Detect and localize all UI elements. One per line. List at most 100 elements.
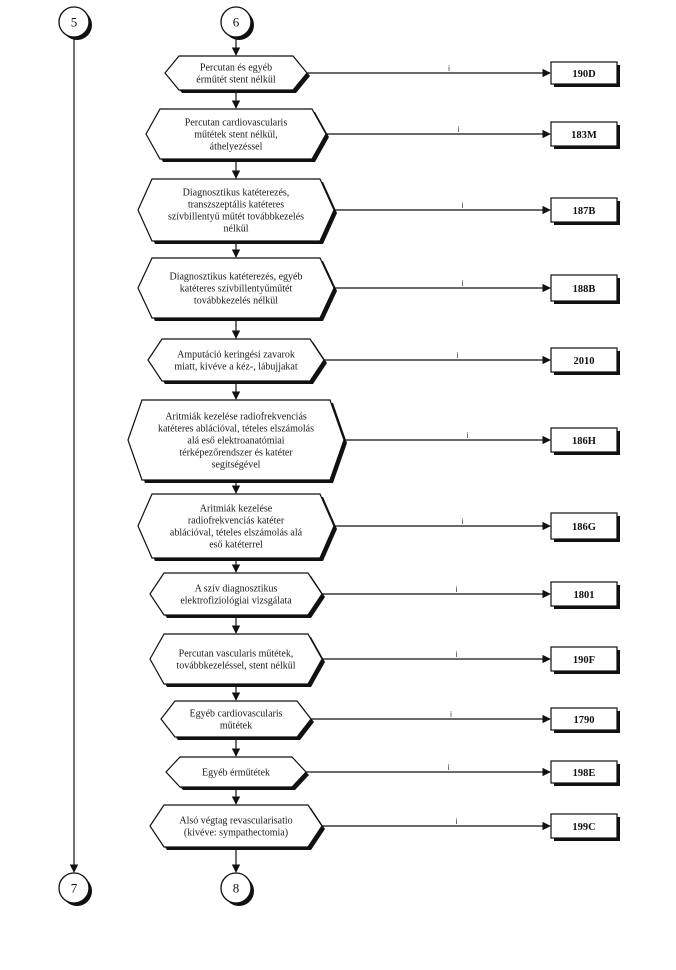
decision-hexagon	[137, 493, 335, 559]
code-box-rect	[550, 813, 618, 839]
decision-hexagon	[127, 399, 345, 481]
decision-hexagon	[149, 804, 323, 848]
code-box: 199C	[550, 813, 620, 841]
decision-text-line: Percutan és egyéb	[200, 63, 272, 74]
decision-text-line: térképezőrendszer és katéter	[179, 448, 293, 459]
code-box: 190F	[550, 646, 620, 674]
decision-text-line: eső katéterrel	[209, 540, 263, 551]
connector-circle	[220, 6, 252, 38]
code-label: 186H	[572, 436, 596, 447]
decision-hexagon	[160, 700, 312, 738]
branch-label: i	[456, 650, 458, 659]
connector-circle	[220, 872, 252, 904]
decision-text-line: Diagnosztikus katéterezés,	[183, 188, 290, 199]
decision-text-line: Amputáció keringési zavarok	[177, 350, 295, 361]
connector-6: 6	[220, 6, 254, 40]
decision-text-line: Aritmiák kezelése	[200, 504, 273, 515]
branch-label: i	[448, 763, 450, 772]
decision-text-line: érműtét stent nélkül	[196, 75, 276, 86]
code-label: 198E	[573, 768, 596, 779]
decision-text-line: Egyéb érműtétek	[202, 768, 270, 779]
code-box-rect	[550, 61, 618, 85]
decision-text-line: továbbkezelés nélkül	[194, 296, 278, 307]
code-box: 188B	[550, 274, 620, 304]
connector-label: 5	[71, 15, 78, 30]
code-label: 187B	[573, 206, 596, 217]
decision-step: Percutan vascularis műtétek,továbbkezelé…	[149, 633, 325, 687]
code-label: 190D	[572, 69, 596, 80]
connector-5: 5	[58, 6, 92, 40]
code-label: 199C	[572, 822, 595, 833]
code-box-rect	[550, 646, 618, 672]
decision-hexagon	[165, 756, 307, 788]
decision-text-line: továbbkezeléssel, stent nélkül	[176, 661, 295, 672]
decision-hexagon	[137, 178, 335, 242]
code-label: 1790	[574, 715, 595, 726]
decision-hexagon	[137, 257, 335, 319]
code-box-rect	[550, 512, 618, 540]
code-box: 186G	[550, 512, 620, 542]
code-label: 190F	[573, 655, 595, 666]
decision-text-line: Aritmiák kezelése radiofrekvenciás	[165, 412, 307, 423]
code-box-rect	[550, 427, 618, 453]
decision-step: Egyéb érműtétek	[165, 756, 309, 790]
decision-text-line: katéteres ablációval, tételes elszámolás	[158, 424, 314, 435]
decision-text-line: radiofrekvenciás katéter	[188, 516, 285, 527]
connector-circle	[58, 6, 90, 38]
branch-label: i	[467, 431, 469, 440]
decision-text-line: A szív diagnosztikus	[195, 584, 278, 595]
decision-hexagon	[164, 55, 308, 91]
code-box: 1790	[550, 707, 620, 733]
connector-8: 8	[220, 872, 254, 906]
decision-text-line: transzszeptális katéteres	[188, 200, 284, 211]
decision-text-line: ablációval, tételes elszámolás alá	[170, 528, 303, 539]
code-box-rect	[550, 197, 618, 223]
decision-step: Diagnosztikus katéterezés, egyébkatétere…	[137, 257, 337, 321]
code-box-rect	[550, 760, 618, 784]
decision-text-line: Percutan cardiovascularis	[185, 118, 288, 129]
code-label: 186G	[572, 522, 596, 533]
code-label: 1801	[574, 590, 595, 601]
decision-hexagon	[149, 572, 323, 616]
branch-label: i	[456, 585, 458, 594]
decision-text-line: Percutan vascularis műtétek,	[179, 649, 294, 660]
code-box: 183M	[550, 121, 620, 149]
decision-text-line: segítségével	[212, 460, 261, 471]
code-box-rect	[550, 121, 618, 147]
branch-label: i	[450, 710, 452, 719]
decision-text-line: miatt, kivéve a kéz-, lábujjakat	[174, 362, 298, 373]
connector-label: 7	[71, 881, 78, 896]
branch-label: i	[457, 351, 459, 360]
decision-step: Diagnosztikus katéterezés,transzszeptáli…	[137, 178, 337, 244]
decision-text-line: elektrofiziológiai vizsgálata	[180, 596, 292, 607]
branch-label: i	[448, 64, 450, 73]
code-box-rect	[550, 274, 618, 302]
decision-text-line: (kivéve: sympathectomia)	[184, 828, 288, 839]
decision-step: Alsó végtag revascularisatio(kivéve: sym…	[149, 804, 325, 850]
decision-text-line: műtétek stent nélkül,	[194, 130, 278, 141]
decision-text-line: alá eső elektroanatómiai	[187, 436, 284, 447]
decision-hexagon	[145, 108, 327, 160]
branch-label: i	[462, 517, 464, 526]
code-box-rect	[550, 707, 618, 731]
connector-7: 7	[58, 872, 92, 906]
decision-text-line: Alsó végtag revascularisatio	[179, 816, 292, 827]
decision-text-line: áthelyezéssel	[210, 142, 263, 153]
decision-text-line: szívbillentyű műtét továbbkezelés	[168, 212, 304, 223]
code-box-rect	[550, 581, 618, 607]
code-label: 183M	[571, 130, 597, 141]
branch-label: i	[462, 201, 464, 210]
code-box: 190D	[550, 61, 620, 87]
branch-label: i	[462, 279, 464, 288]
connector-circle	[58, 872, 90, 904]
decision-text-line: műtétek	[220, 721, 252, 732]
code-label: 188B	[573, 284, 596, 295]
decision-hexagon	[147, 338, 325, 382]
